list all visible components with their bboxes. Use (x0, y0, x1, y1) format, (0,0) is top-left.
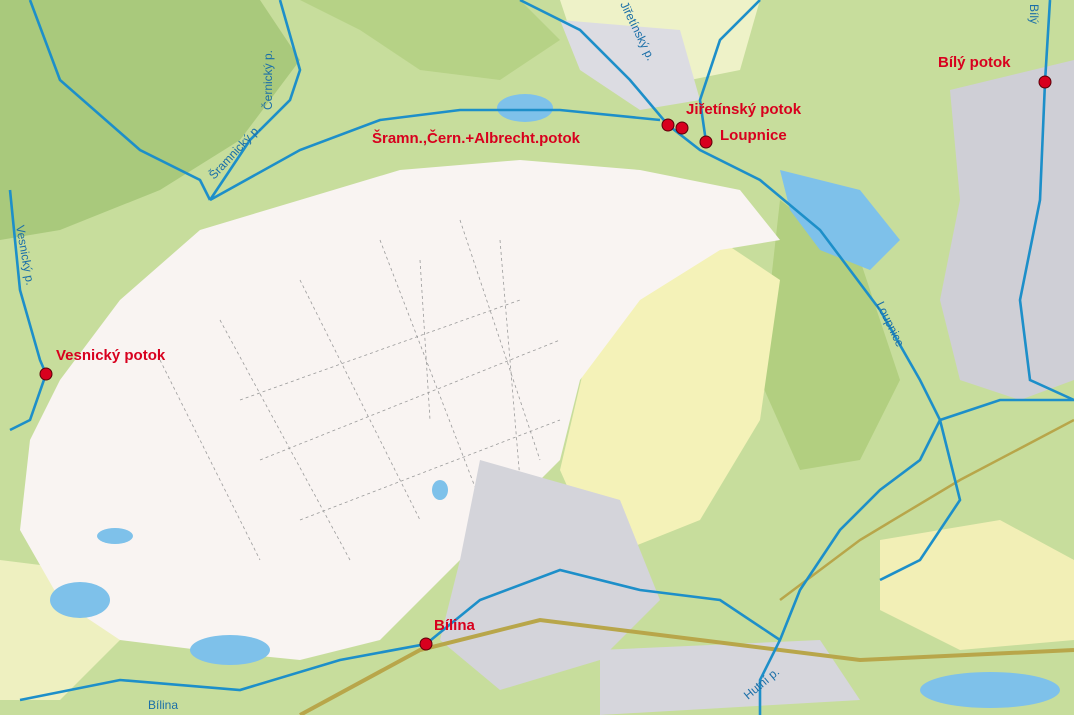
river-label-cernicky: Černický p. (260, 50, 275, 110)
river-loupnice (698, 0, 761, 143)
marker-label: Jiřetínský potok (686, 101, 802, 118)
marker-jiretinsky[interactable]: Jiřetínský potok (675, 101, 802, 135)
forest-dark-nw (0, 0, 300, 240)
river-cernicky (208, 0, 302, 201)
meadow-se (880, 520, 1074, 650)
river-bily (1018, 0, 1074, 402)
rivers (8, 0, 1074, 715)
river-small-se (879, 419, 962, 582)
marker-dot[interactable] (661, 118, 675, 132)
lake-mine-mid (432, 480, 448, 500)
lake-east (780, 170, 900, 270)
forest-dark-n (300, 0, 560, 80)
marker-bily[interactable]: Bílý potok (938, 54, 1052, 89)
river-label-bilina: Bílina (148, 698, 178, 712)
mine-area (20, 160, 780, 660)
river-jiretinsky (519, 0, 942, 421)
marker-vesnicky[interactable]: Vesnický potok (39, 347, 166, 381)
marker-dot[interactable] (419, 637, 433, 651)
marker-label: Vesnický potok (56, 347, 166, 364)
lake-north (497, 94, 553, 122)
marker-dot[interactable] (699, 135, 713, 149)
marker-label: Loupnice (720, 127, 787, 144)
lake-mine-small (97, 528, 133, 544)
forest-dark-e (760, 200, 900, 470)
river-label-bily: Bílý (1027, 4, 1041, 24)
river-east-branch (939, 398, 1074, 422)
marker-loupnice[interactable]: Loupnice (699, 127, 787, 149)
river-west (28, 0, 212, 201)
river-sramnicky (209, 108, 661, 202)
marker-label: Šramn.,Čern.+Albrecht.potok (372, 129, 581, 147)
marker-sramn[interactable]: Šramn.,Čern.+Albrecht.potok (372, 118, 675, 147)
urban-south (600, 640, 860, 715)
marker-dot[interactable] (675, 121, 689, 135)
river-bilina (19, 568, 781, 702)
marker-dot[interactable] (39, 367, 53, 381)
lake-se (920, 672, 1060, 708)
river-bilina-lower (758, 419, 942, 715)
railway (299, 617, 1074, 715)
urban-east (940, 60, 1074, 400)
marker-label: Bílina (434, 617, 475, 634)
lake-south (190, 635, 270, 665)
marker-label: Bílý potok (938, 54, 1011, 71)
railway-east (779, 418, 1074, 601)
marker-bilina[interactable]: Bílina (419, 617, 475, 651)
mine-gridlines (159, 219, 561, 561)
river-vesnicky (8, 189, 48, 432)
marker-dot[interactable] (1038, 75, 1052, 89)
urban-jiretin (560, 20, 700, 110)
lake-sw (50, 582, 110, 618)
